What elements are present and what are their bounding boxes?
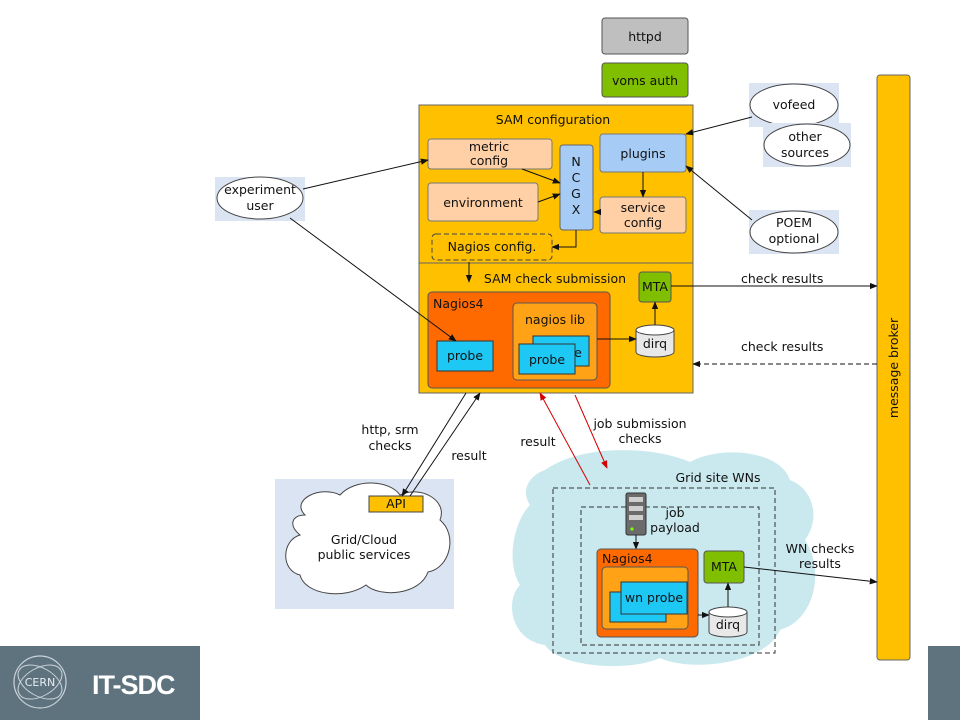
nagios-lib-label: nagios lib: [525, 312, 585, 327]
worker-node-border: [580, 506, 760, 646]
http-srm-checks-line1: http, srm: [361, 422, 418, 437]
vofeed-to-plugins-arrow: [685, 116, 753, 136]
mta-box: MTA: [638, 271, 672, 303]
ncgx-box: N C G X: [559, 144, 594, 231]
job-submission-line1: job submission: [592, 416, 686, 431]
sam-configuration-title: SAM configuration: [496, 112, 610, 127]
footer-group-label: IT-SDC: [92, 670, 176, 700]
ncgx-letter-g: G: [571, 186, 581, 201]
environment-label: environment: [443, 195, 523, 210]
user-to-metric-config-arrow: [302, 158, 429, 190]
ncgx-letter-n: N: [571, 154, 580, 169]
message-broker-box: message broker: [876, 74, 911, 661]
job-submission-arrow: [574, 394, 608, 469]
wn-mta-box: MTA: [703, 550, 745, 584]
result-left-label: result: [451, 448, 486, 463]
other-sources-line2: sources: [781, 145, 829, 160]
result-right-arrow: [539, 392, 591, 486]
httpd-box: httpd: [601, 17, 689, 55]
server-icon: [625, 492, 647, 536]
experiment-user-node: experiment user: [215, 176, 305, 221]
nagios-config-box: Nagios config.: [431, 233, 553, 261]
job-payload-line2: payload: [650, 520, 700, 535]
probe-label: probe: [447, 348, 483, 363]
voms-auth-box: voms auth: [601, 62, 689, 98]
env-to-ncgx-arrow: [537, 193, 561, 203]
wn-probe-label: wn probe: [625, 590, 684, 605]
sam-check-submission-title: SAM check submission: [484, 271, 626, 286]
footer-right-bar: [928, 646, 960, 720]
wn-checks-results-line1: WN checks: [786, 541, 855, 556]
dirq-label: dirq: [643, 336, 667, 351]
probe-stack-back-label: e: [574, 345, 582, 360]
cern-logo-icon: CERN: [13, 655, 67, 709]
environment-box: environment: [427, 182, 539, 222]
user-to-probe-arrow: [289, 217, 457, 342]
poem-node: POEM optional: [749, 210, 839, 254]
ncgx-letter-c: C: [572, 170, 581, 185]
plugins-box: plugins: [599, 133, 687, 173]
cern-logo-text: CERN: [25, 676, 56, 689]
footer-logo-bar: CERN: [0, 646, 200, 720]
other-sources-line1: other: [788, 129, 822, 144]
api-result-arrow: [409, 392, 481, 497]
other-sources-node: other sources: [763, 123, 851, 167]
service-config-line1: service: [621, 200, 666, 215]
ncgx-to-nagios-config-arrow: [551, 230, 577, 251]
job-submission-line2: checks: [618, 431, 661, 446]
check-results-out-label: check results: [741, 271, 823, 286]
metric-config-line1: metric: [469, 139, 509, 154]
message-broker-label: message broker: [886, 317, 901, 418]
probe-stack-front-label: probe: [529, 352, 565, 367]
vofeed-node: vofeed: [749, 83, 839, 127]
grid-cloud-label-line2: public services: [318, 547, 411, 562]
voms-auth-label: voms auth: [612, 73, 678, 88]
probe-stack-front: probe: [518, 343, 576, 375]
wn-mta-label: MTA: [711, 559, 737, 574]
poem-to-plugins-arrow: [685, 165, 753, 221]
mta-label: MTA: [642, 279, 668, 294]
grid-cloud-label-line1: Grid/Cloud: [331, 532, 397, 547]
vofeed-label: vofeed: [773, 97, 816, 112]
nagios-config-label: Nagios config.: [448, 239, 537, 254]
wn-checks-results-line2: results: [799, 556, 841, 571]
service-config-line2: config: [624, 215, 662, 230]
experiment-user-line1: experiment: [224, 182, 296, 197]
grid-site-title: Grid site WNs: [676, 470, 761, 485]
wn-dirq-label: dirq: [716, 617, 740, 632]
api-box: API: [368, 495, 424, 513]
metric-to-ncgx-arrow: [521, 168, 561, 184]
wn-checks-results-arrow: [743, 566, 878, 585]
wn-nagios4-label: Nagios4: [602, 551, 653, 566]
api-label: API: [386, 496, 406, 511]
metric-config-box: metric config: [427, 138, 553, 170]
ncgx-letter-x: X: [572, 202, 581, 217]
job-payload-line1: job: [664, 505, 684, 520]
check-results-in-label: check results: [741, 339, 823, 354]
poem-line2: optional: [769, 231, 820, 246]
dirq-cylinder: dirq: [635, 324, 675, 358]
poem-line1: POEM: [776, 215, 812, 230]
result-right-label: result: [520, 434, 555, 449]
nagios4-label: Nagios4: [433, 296, 484, 311]
httpd-label: httpd: [628, 29, 662, 44]
service-config-box: service config: [599, 196, 687, 234]
wn-probe-box: wn probe: [620, 581, 688, 615]
probe-box: probe: [436, 340, 494, 372]
wn-dirq-cylinder: dirq: [708, 606, 748, 638]
http-srm-checks-line2: checks: [368, 438, 411, 453]
experiment-user-line2: user: [246, 198, 274, 213]
http-srm-checks-arrow: [401, 392, 467, 497]
metric-config-line2: config: [470, 153, 508, 168]
plugins-label: plugins: [620, 146, 665, 161]
